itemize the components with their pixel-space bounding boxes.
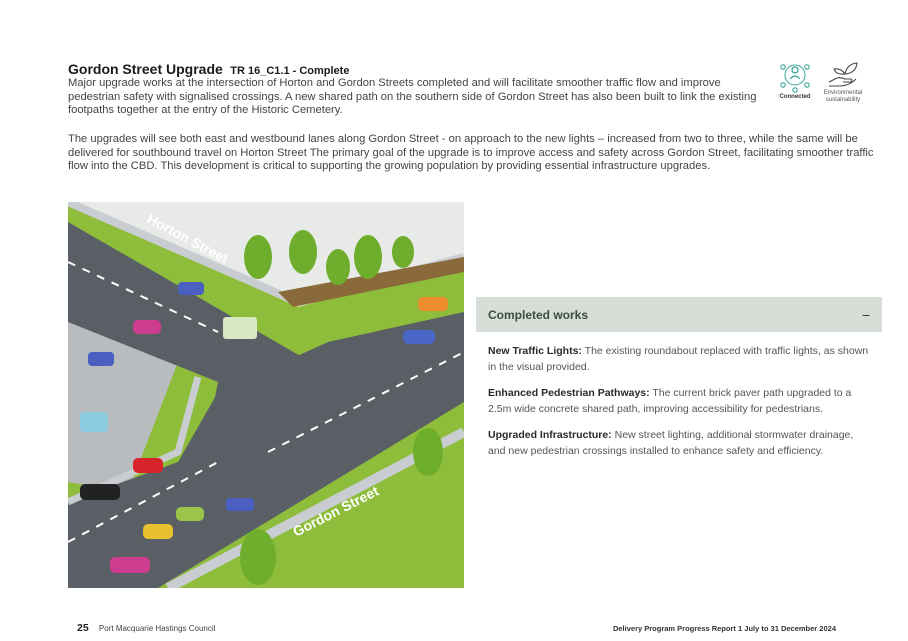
project-code: TR 16_C1.1 - Complete	[230, 65, 350, 77]
works-item-text: New street lighting, additional stormwat…	[488, 429, 854, 457]
body-paragraph: The upgrades will see both east and west…	[68, 133, 874, 172]
theme-icons: Connected Environmental sustainability	[770, 60, 870, 112]
works-item-heading: Upgraded Infrastructure:	[488, 429, 612, 441]
page-number: 25	[77, 622, 89, 634]
environmental-theme: Environmental sustainability	[818, 60, 868, 104]
connected-label: Connected	[779, 94, 811, 100]
panel-header[interactable]: Completed works −	[476, 297, 882, 332]
works-item-text: The existing roundabout replaced with tr…	[488, 345, 869, 373]
network-people-icon	[780, 64, 810, 93]
works-item: New Traffic Lights: The existing roundab…	[488, 344, 870, 375]
completed-works-panel: Completed works − New Traffic Lights: Th…	[476, 297, 882, 470]
intersection-map: Horton Street Gordon Street	[68, 202, 464, 588]
intersection-illustration: Horton Street Gordon Street	[68, 202, 464, 588]
report-title: Delivery Program Progress Report 1 July …	[612, 624, 836, 633]
organisation-name: Port Macquarie Hastings Council	[98, 624, 216, 633]
works-item: Upgraded Infrastructure: New street ligh…	[488, 428, 870, 459]
footer-left: 25 Port Macquarie Hastings Council	[77, 622, 215, 634]
panel-body: New Traffic Lights: The existing roundab…	[476, 332, 882, 459]
works-item: Enhanced Pedestrian Pathways: The curren…	[488, 386, 870, 417]
environmental-label: Environmental sustainability	[823, 90, 863, 103]
page-title-row: Gordon Street Upgrade TR 16_C1.1 - Compl…	[68, 61, 768, 79]
hand-leaf-icon	[828, 62, 858, 87]
works-item-heading: New Traffic Lights:	[488, 345, 582, 357]
page-title: Gordon Street Upgrade	[68, 61, 223, 77]
works-item-heading: Enhanced Pedestrian Pathways:	[488, 387, 650, 399]
connected-theme: Connected	[770, 60, 820, 101]
intro-paragraph: Major upgrade works at the intersection …	[68, 77, 757, 116]
collapse-icon[interactable]: −	[861, 306, 870, 323]
works-item-text: The current brick paver path upgraded to…	[488, 387, 852, 415]
panel-title: Completed works	[488, 307, 589, 322]
